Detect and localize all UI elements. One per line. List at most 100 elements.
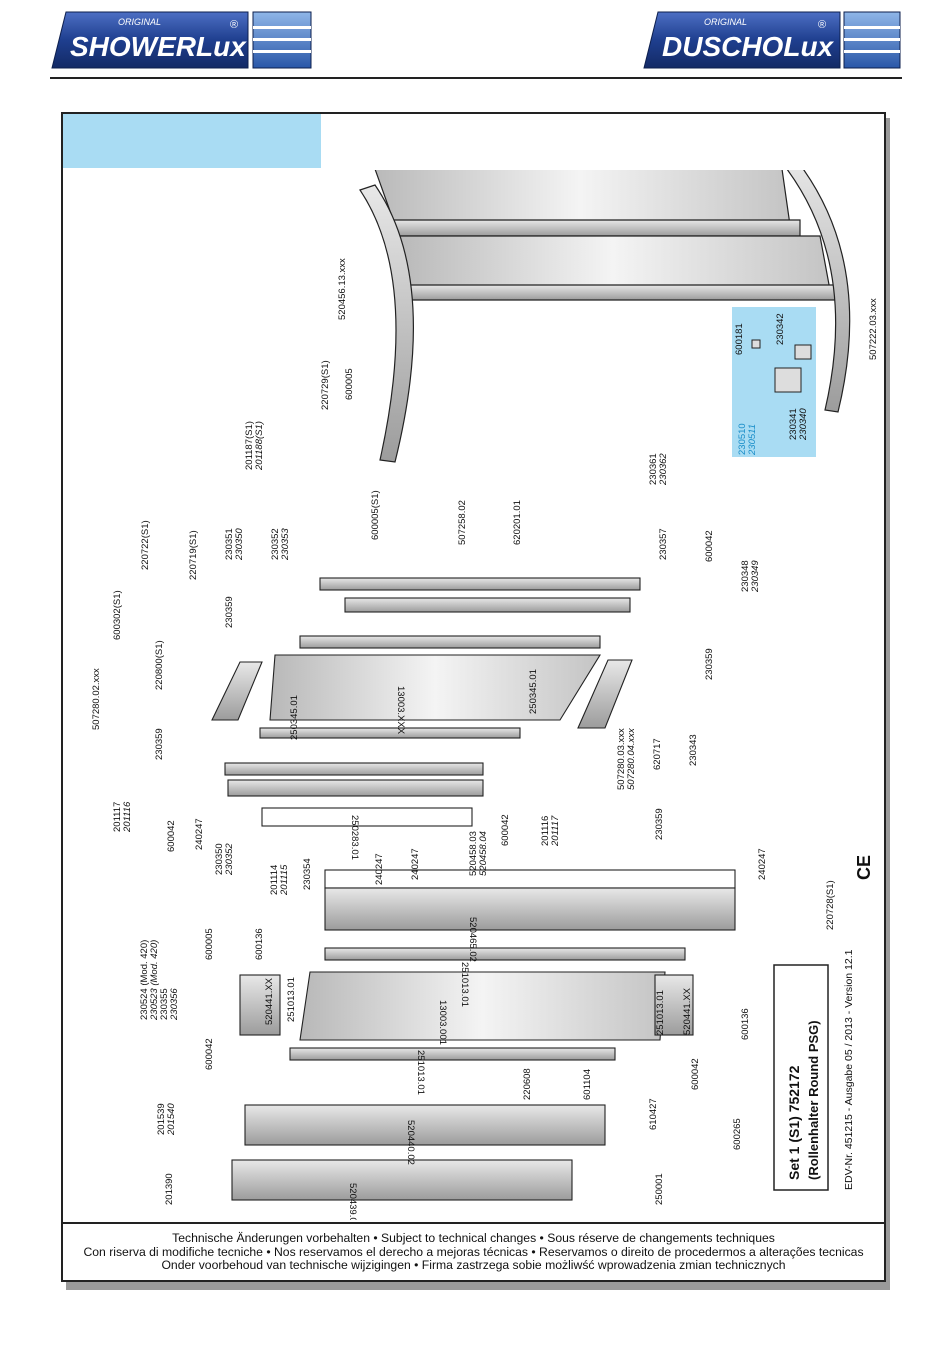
part-label: 600302(S1)	[112, 590, 123, 640]
part-label: 507280.03.xxx	[616, 728, 627, 790]
lower-door-assembly	[231, 971, 694, 1201]
part-label: 507258.02	[457, 500, 468, 545]
part-label: 201115	[279, 864, 290, 896]
part-label: 240247	[410, 848, 421, 880]
highlight-label: 230511	[747, 424, 758, 456]
part-label: 230348	[740, 560, 751, 592]
part-label: 230343	[688, 734, 699, 766]
part-label: 250001	[654, 1173, 665, 1205]
part-label: 220800(S1)	[154, 640, 165, 690]
part-label: 230524 (Mod. 420)	[139, 940, 150, 1020]
logo-reg: ®	[230, 19, 238, 31]
edv-version: EDV-Nr. 451215 - Ausgabe 05 / 2013 - Ver…	[843, 949, 855, 1190]
part-label: 601104	[582, 1069, 593, 1100]
part-label: 520465.02	[467, 917, 478, 962]
logo-sup: ORIGINAL	[704, 17, 747, 27]
part-label: 201539	[156, 1103, 167, 1135]
logo-name: SHOWERLux	[70, 31, 247, 62]
part-label: 13003.XXX	[395, 686, 406, 735]
part-label: 507222.03.xxx	[868, 298, 879, 360]
middle-rail-assembly	[224, 762, 736, 961]
part-label: 250283.01	[349, 815, 360, 860]
upper-door-assembly	[211, 577, 641, 739]
part-label: 250345.01	[289, 695, 300, 740]
footer-line: Con riserva di modifiche tecniche • Nos …	[83, 1244, 864, 1259]
part-label: 600005	[344, 368, 355, 400]
showerlux-logo: ORIGINAL SHOWERLux ®	[48, 8, 313, 72]
part-label: 240247	[374, 853, 385, 885]
highlight-label: 230510	[737, 423, 748, 455]
exploded-parts-drawing: 520456.13.xxx 507222.03.xxx 600181 23034…	[63, 170, 884, 1220]
part-label: 201116	[122, 801, 133, 833]
part-label: 600005	[204, 928, 215, 960]
logo-sup: ORIGINAL	[118, 17, 161, 27]
part-label: 520458.04	[478, 831, 489, 876]
logo-name: DUSCHOLux	[662, 31, 835, 62]
part-label: 600136	[740, 1008, 751, 1040]
part-label: 230351	[224, 528, 235, 560]
set-info-box: Set 1 (S1) 752172 (Rollenhalter Round PS…	[773, 964, 829, 1191]
part-label: 600042	[690, 1058, 701, 1090]
part-label: 220719(S1)	[188, 530, 199, 580]
part-label: 251013.01	[286, 977, 297, 1022]
part-label: 230350	[214, 843, 225, 875]
part-label: 520440.02	[405, 1120, 416, 1165]
part-label: 220728(S1)	[825, 880, 836, 930]
part-label: 201117	[112, 802, 123, 832]
part-label: 230357	[658, 528, 669, 560]
part-label: 230359	[154, 728, 165, 760]
part-label: 600042	[204, 1038, 215, 1070]
footer-rule	[63, 1222, 884, 1224]
part-label: 201187(S1)	[244, 421, 255, 470]
part-label: 201114	[269, 865, 280, 895]
part-label: 520439.02	[347, 1183, 358, 1220]
part-label: 201390	[164, 1173, 175, 1205]
part-label: 230359	[704, 648, 715, 680]
part-label: 507280.04.xxx	[626, 727, 637, 790]
footer-disclaimer: Technische Änderungen vorbehalten • Subj…	[63, 1231, 884, 1273]
part-label: 600042	[704, 530, 715, 562]
callout-parts	[751, 339, 812, 393]
part-label: 240247	[194, 818, 205, 850]
part-label: 201116	[540, 816, 551, 846]
footer-line: Technische Änderungen vorbehalten • Subj…	[172, 1231, 775, 1245]
part-label: 520441.XX	[682, 987, 693, 1035]
part-label: 230349	[750, 560, 761, 593]
part-label: 250345.01	[528, 669, 539, 714]
part-label: 240247	[757, 848, 768, 880]
ce-mark: CE	[854, 855, 874, 880]
part-label: 230352	[224, 843, 235, 876]
part-label: 201540	[166, 1103, 177, 1136]
title-highlight-box	[63, 114, 321, 168]
footer-line: Onder voorbehoud van technische wijzigin…	[161, 1258, 786, 1272]
part-label: 230352	[270, 528, 281, 560]
logo-reg: ®	[818, 19, 826, 31]
duscholux-logo: ORIGINAL DUSCHOLux ®	[640, 8, 902, 72]
part-label: 610427	[648, 1098, 659, 1130]
part-label: 620201.01	[512, 500, 523, 545]
set-title: Set 1 (S1) 752172	[786, 1065, 802, 1180]
part-label: 520441.XX	[264, 977, 275, 1025]
part-label: 507280.02.xxx	[91, 668, 102, 730]
part-label: 230355	[159, 988, 170, 1020]
set-subtitle: (Rollenhalter Round PSG)	[806, 1020, 821, 1180]
part-label: 230350	[234, 528, 245, 561]
part-label: 230353	[280, 528, 291, 561]
callout-highlight	[732, 307, 816, 457]
part-label: 520458.03	[468, 831, 479, 876]
part-label: 230341	[788, 408, 799, 440]
part-label: 230359	[654, 808, 665, 840]
part-label: 251013.01	[415, 1050, 426, 1095]
part-label: 520456.13.xxx	[337, 258, 348, 320]
part-label: 251013.01	[655, 990, 666, 1035]
part-label: 230354	[302, 858, 313, 890]
part-label: 600265	[732, 1118, 743, 1150]
part-label: 230342	[775, 313, 786, 345]
part-label: 600042	[166, 820, 177, 852]
roof-frame-assembly	[359, 170, 851, 463]
header-rule	[50, 77, 902, 79]
part-label: 220729(S1)	[320, 360, 331, 410]
part-label: 201188(S1)	[254, 421, 265, 471]
part-label: 230356	[169, 988, 180, 1021]
part-label: 230359	[224, 596, 235, 628]
